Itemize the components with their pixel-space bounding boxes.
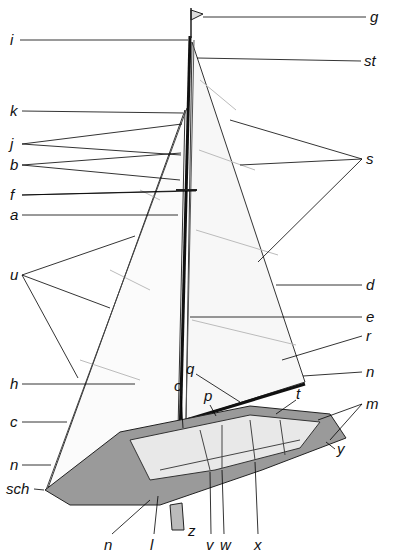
part-letter: m xyxy=(366,395,379,413)
part-letter: g xyxy=(370,8,378,26)
part-letter: u xyxy=(10,266,18,284)
part-letter: e xyxy=(366,308,374,326)
part-letter: a xyxy=(10,206,18,224)
part-letter: n xyxy=(10,456,18,474)
part-letter: l xyxy=(150,536,153,554)
part-letter: n xyxy=(366,363,374,381)
part-letter: k xyxy=(10,102,18,120)
part-letter: d xyxy=(366,276,374,294)
part-letter: r xyxy=(366,327,371,345)
part-letter: b xyxy=(10,156,18,174)
part-letter: j xyxy=(10,135,13,153)
part-letter: o xyxy=(174,377,182,395)
part-letter: z xyxy=(188,522,196,540)
part-letter: t xyxy=(296,385,300,403)
part-letter: q xyxy=(186,360,194,378)
part-letter: s xyxy=(366,150,374,168)
part-letter: p xyxy=(204,387,212,405)
part-letter: f xyxy=(10,186,14,204)
part-letter: n xyxy=(104,536,112,554)
part-letter: i xyxy=(10,31,13,49)
part-letter: y xyxy=(337,440,345,458)
part-letter: sch xyxy=(6,480,29,498)
part-letter: v xyxy=(206,536,214,554)
part-letter: st xyxy=(364,52,376,70)
part-letter: w xyxy=(220,536,231,554)
part-letter: x xyxy=(254,536,262,554)
part-letter: h xyxy=(10,375,18,393)
leader-lines xyxy=(20,17,366,534)
part-letter: c xyxy=(10,413,18,431)
